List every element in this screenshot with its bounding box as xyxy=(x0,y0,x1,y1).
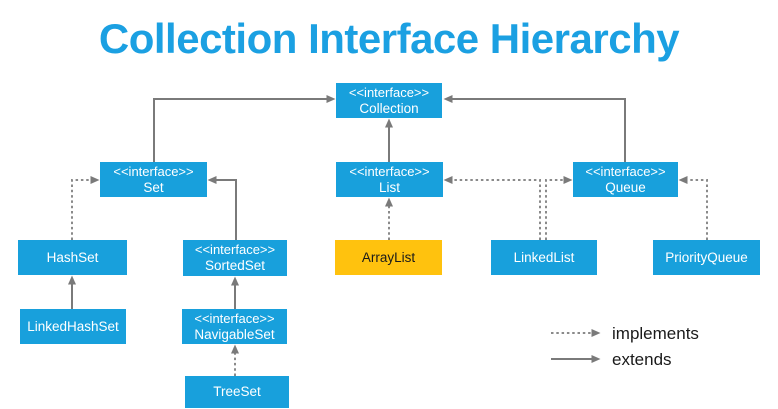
node-list-label: List xyxy=(378,179,400,195)
edge-set-extends-collection xyxy=(153,95,336,162)
node-hashset: HashSet xyxy=(18,240,127,275)
node-collection-stereotype: <<interface>> xyxy=(348,84,430,100)
node-collection: <<interface>> Collection xyxy=(336,83,442,118)
node-set-label: Set xyxy=(143,179,164,195)
node-set-stereotype: <<interface>> xyxy=(113,163,194,179)
node-collection-label: Collection xyxy=(359,100,419,116)
node-navigableset-stereotype: <<interface>> xyxy=(194,310,275,326)
node-list-stereotype: <<interface>> xyxy=(349,163,430,179)
node-linkedlist-label: LinkedList xyxy=(513,249,575,265)
node-sortedset-label: SortedSet xyxy=(204,258,266,273)
edge-linkedlist-implements-queue xyxy=(545,176,573,240)
page-title: Collection Interface Hierarchy xyxy=(98,15,680,62)
edge-priorityqueue-implements-queue xyxy=(678,176,708,240)
node-set: <<interface>> Set xyxy=(100,162,207,197)
legend-extends-label: extends xyxy=(612,350,672,369)
edge-hashset-implements-set xyxy=(71,176,100,240)
node-linkedhashset-label: LinkedHashSet xyxy=(27,318,119,334)
node-navigableset-label: NavigableSet xyxy=(194,326,275,342)
node-queue-label: Queue xyxy=(605,179,646,195)
node-priorityqueue-label: PriorityQueue xyxy=(665,249,748,265)
node-linkedlist: LinkedList xyxy=(491,240,597,275)
node-list: <<interface>> List xyxy=(336,162,443,197)
node-linkedhashset: LinkedHashSet xyxy=(20,309,126,344)
node-navigableset: <<interface>> NavigableSet xyxy=(182,309,287,344)
node-queue-stereotype: <<interface>> xyxy=(585,163,666,179)
node-hashset-label: HashSet xyxy=(46,249,99,265)
edge-linkedlist-implements-list xyxy=(443,176,541,240)
node-sortedset-stereotype: <<interface>> xyxy=(194,242,276,257)
edge-sortedset-extends-set xyxy=(207,176,237,240)
node-queue: <<interface>> Queue xyxy=(573,162,678,197)
node-treeset-label: TreeSet xyxy=(213,384,261,399)
node-sortedset: <<interface>> SortedSet xyxy=(183,240,287,276)
node-arraylist: ArrayList xyxy=(335,240,442,275)
edge-queue-extends-collection xyxy=(443,95,626,162)
node-treeset: TreeSet xyxy=(185,376,289,408)
node-priorityqueue: PriorityQueue xyxy=(653,240,760,275)
node-arraylist-label: ArrayList xyxy=(361,249,416,265)
legend-implements-label: implements xyxy=(612,324,699,343)
